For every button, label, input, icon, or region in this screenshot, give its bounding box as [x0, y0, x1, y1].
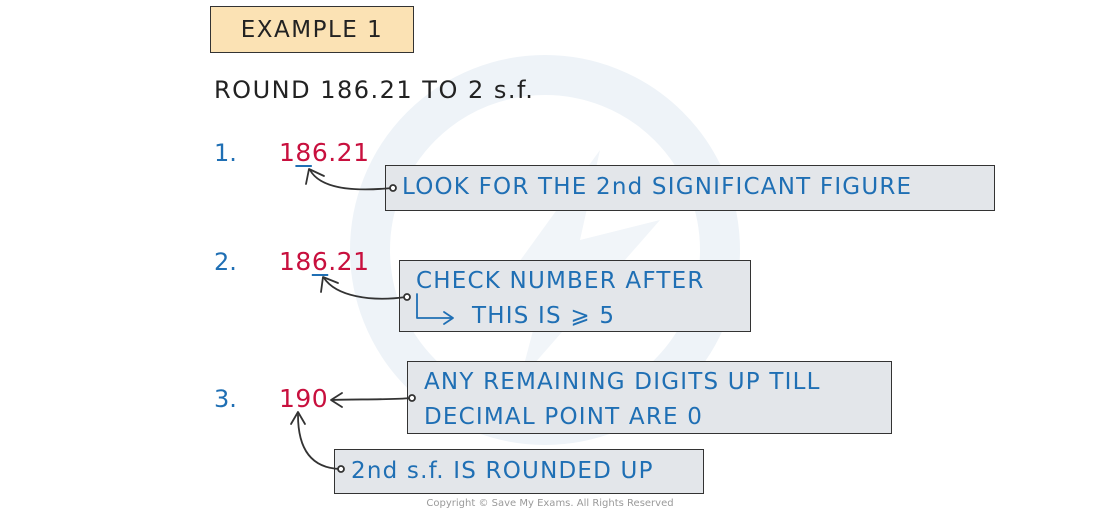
step-2-note: CHECK NUMBER AFTER THIS IS ⩾ 5	[399, 260, 751, 332]
step-1-dot	[389, 184, 397, 192]
step-1-number: 1.	[214, 139, 237, 167]
step-3-value: 190	[279, 384, 329, 413]
step-1-arrow	[309, 169, 393, 191]
rounded-up-dot	[337, 465, 345, 473]
step-2-l-arrowhead-icon	[443, 311, 454, 325]
step-2-dot	[403, 293, 411, 301]
step-2-number: 2.	[214, 248, 237, 276]
rounded-up-arrow	[297, 414, 341, 470]
step-3-note: ANY REMAINING DIGITS UP TILL DECIMAL POI…	[407, 361, 892, 434]
step-2-highlight-digit: 6	[311, 247, 329, 276]
step-2-l-arrow	[416, 293, 453, 319]
step-3-number: 3.	[214, 385, 237, 413]
step-1-highlight-digit: 8	[295, 138, 312, 167]
question-text: ROUND 186.21 TO 2 s.f.	[214, 76, 535, 104]
rounded-up-arrowhead-icon	[290, 411, 306, 425]
step-3-extra-note: 2nd s.f. IS ROUNDED UP	[334, 449, 704, 494]
step-1-arrowhead-icon	[305, 168, 325, 185]
step-3-arrowhead-icon	[330, 392, 343, 408]
step-1-note: LOOK FOR THE 2nd SIGNIFICANT FIGURE	[385, 165, 995, 211]
step-3-arrow	[331, 397, 412, 401]
step-1-value: 186.21	[279, 138, 370, 167]
copyright-text: Copyright © Save My Exams. All Rights Re…	[426, 498, 674, 509]
example-label: EXAMPLE 1	[210, 6, 414, 53]
step-2-arrow	[323, 277, 407, 300]
step-3-dot	[408, 394, 416, 402]
step-2-value: 186.21	[279, 247, 370, 276]
step-2-arrowhead-icon	[320, 276, 339, 293]
